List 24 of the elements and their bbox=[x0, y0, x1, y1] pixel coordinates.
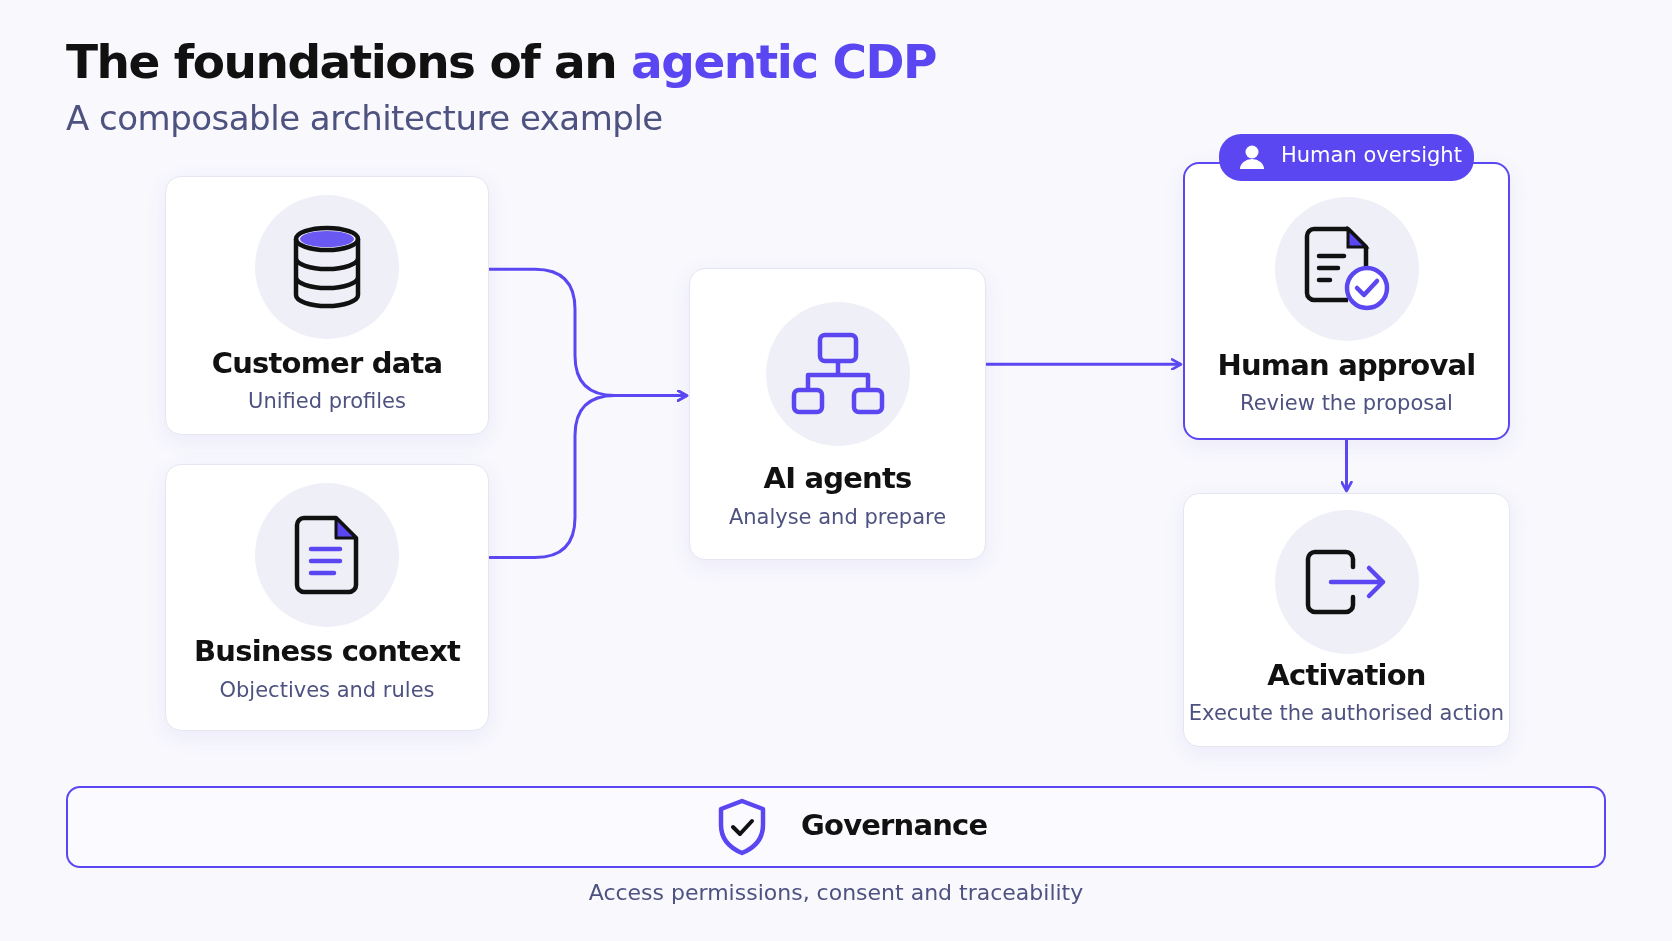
process-card bbox=[165, 464, 489, 731]
card-title: Activation bbox=[1266, 657, 1427, 693]
card-subtitle: Unified profiles bbox=[247, 388, 407, 415]
card-title: AI agents bbox=[762, 460, 913, 496]
process-card bbox=[689, 268, 986, 560]
band-description: Access permissions, consent and traceability bbox=[587, 880, 1085, 905]
band-title: Governance bbox=[801, 808, 988, 842]
process-card bbox=[165, 176, 489, 435]
arrow bbox=[1340, 440, 1353, 493]
arrow bbox=[489, 389, 689, 559]
card-subtitle: Objectives and rules bbox=[218, 677, 436, 704]
arrow bbox=[986, 358, 1183, 371]
card-title: Business context bbox=[193, 633, 462, 669]
badge bbox=[1219, 134, 1474, 181]
card-title: Customer data bbox=[210, 345, 444, 381]
card-subtitle: Review the proposal bbox=[1239, 390, 1454, 417]
badge-label: Human oversight bbox=[1281, 143, 1462, 167]
process-card bbox=[1183, 493, 1510, 747]
subtitle: A composable architecture example bbox=[66, 98, 663, 138]
card-title: Human approval bbox=[1216, 347, 1477, 383]
governance-band bbox=[66, 786, 1606, 868]
diagram-title: The foundations of an agentic CDP bbox=[66, 34, 937, 89]
card-subtitle: Execute the authorised action bbox=[1187, 700, 1506, 727]
card-subtitle: Analyse and prepare bbox=[727, 504, 948, 531]
